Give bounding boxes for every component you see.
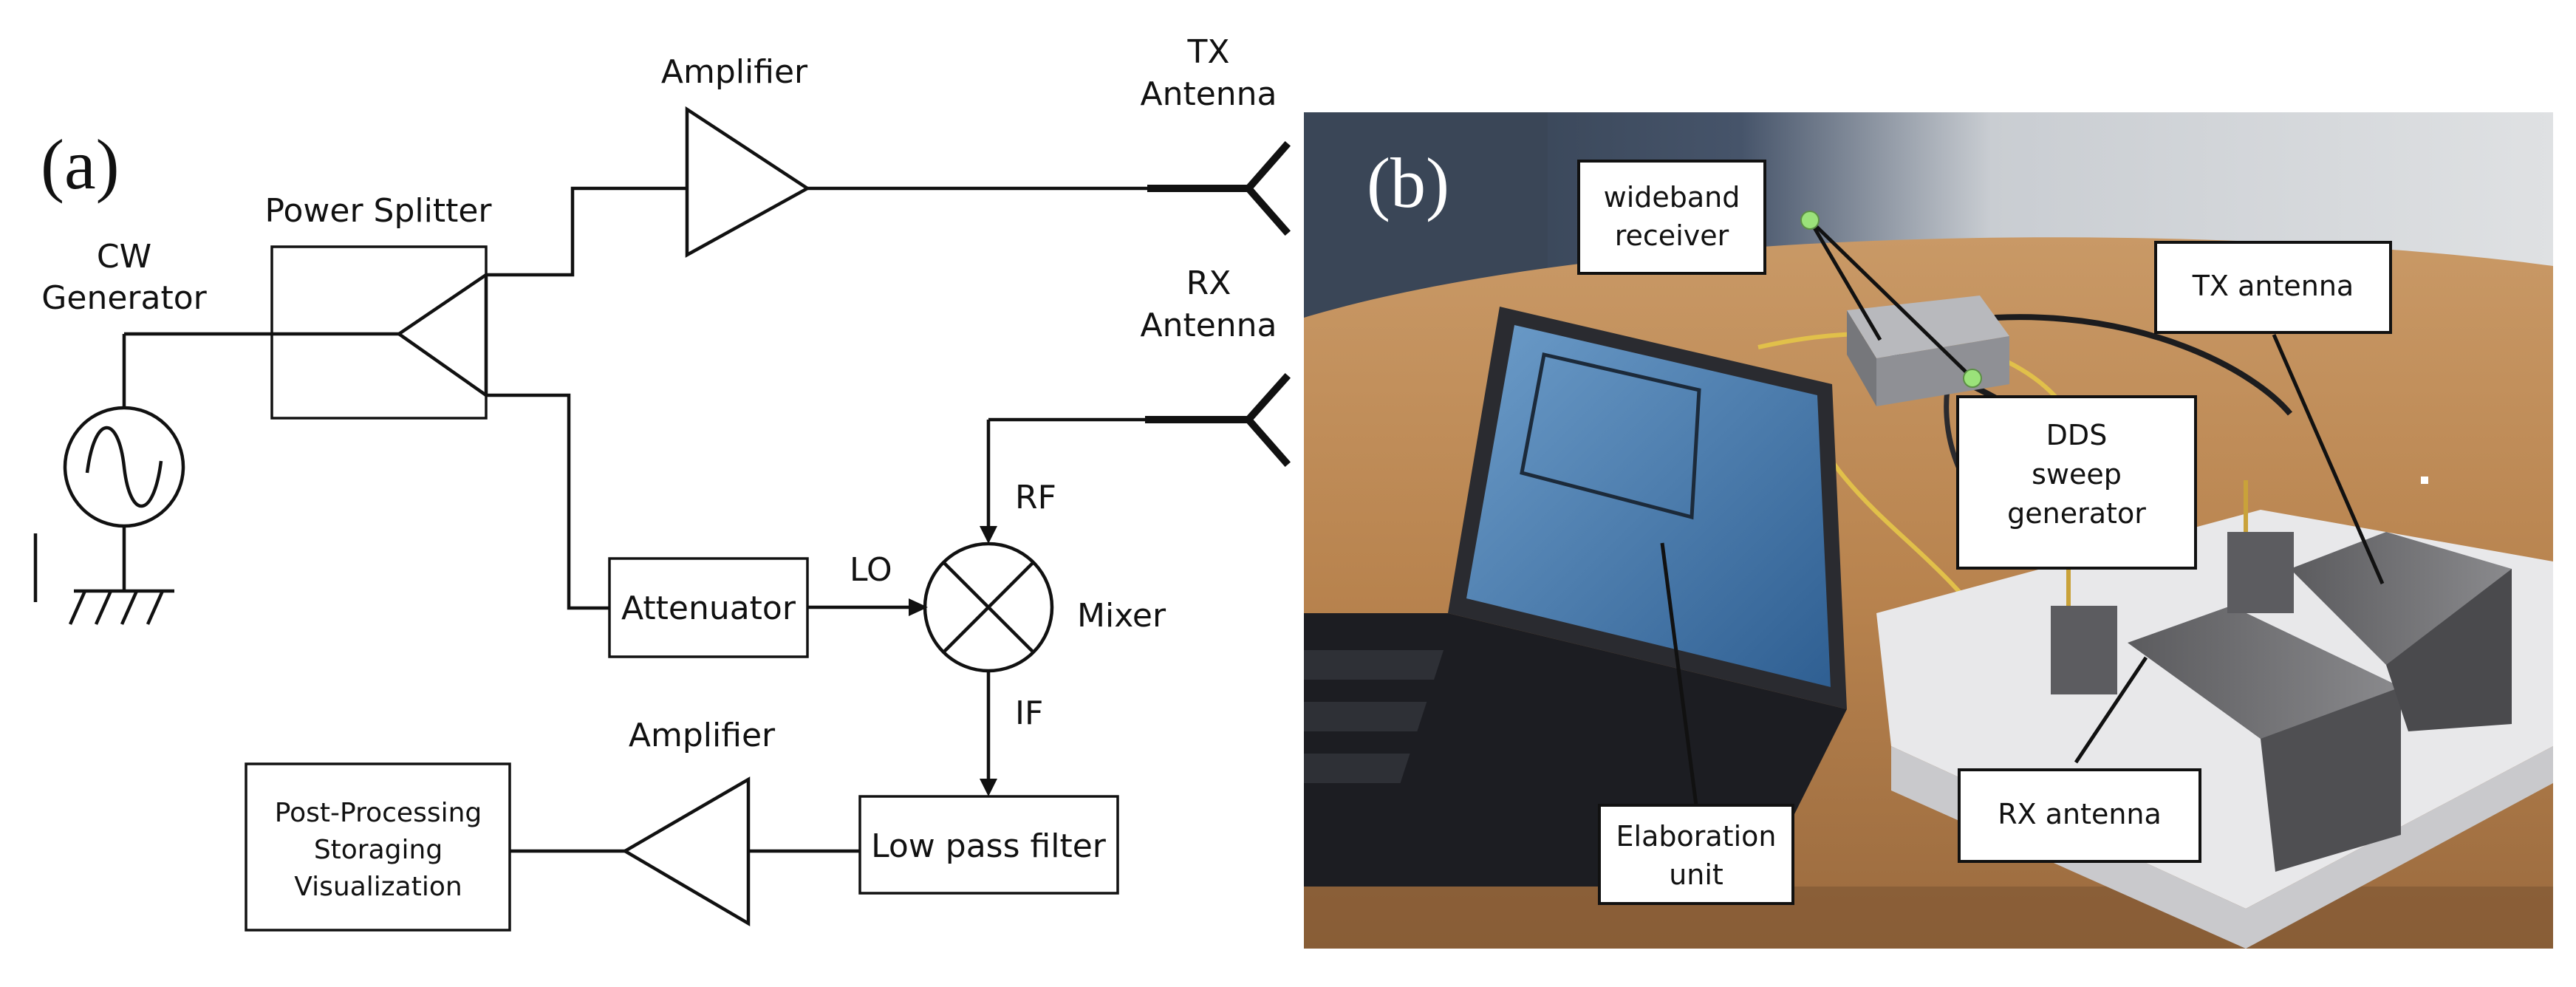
post-processing-label-line3: Visualization <box>294 872 462 902</box>
panel-a-diagram: (a) CW Generator Power Splitter <box>33 33 1291 932</box>
dds-marker-dot <box>1963 369 1982 388</box>
callout-tx-antenna-text: TX antenna <box>2192 270 2354 302</box>
callout-wideband-receiver-line1: wideband <box>1604 181 1740 214</box>
cw-generator-label-line1: CW <box>97 238 151 276</box>
receiver-marker-dot <box>1800 211 1820 230</box>
lo-port-label: LO <box>850 551 892 589</box>
photo-table-edge <box>1304 887 2553 949</box>
tx-antenna-label-line1: TX <box>1186 33 1229 71</box>
amplifier-bottom-label: Amplifier <box>629 717 776 754</box>
callout-tx-antenna: TX antenna <box>2154 241 2392 334</box>
rx-antenna-label-line1: RX <box>1186 264 1231 302</box>
tx-antenna-label-line2: Antenna <box>1140 75 1277 113</box>
mixer-symbol <box>923 542 1054 673</box>
callout-elaboration-unit: Elaboration unit <box>1598 804 1794 905</box>
photo-tx-horn-antenna <box>2227 480 2512 731</box>
if-port-label: IF <box>1015 694 1043 732</box>
post-processing-block: Post-Processing Storaging Visualization <box>245 762 511 932</box>
cw-generator-label-line2: Generator <box>41 279 207 317</box>
callout-rx-antenna-text: RX antenna <box>1998 798 2162 830</box>
post-processing-label-line1: Post-Processing <box>275 798 482 828</box>
photo-rx-horn-antenna <box>2051 561 2401 872</box>
tx-antenna-symbol <box>1147 140 1291 236</box>
photo-callout-leaders <box>1660 219 2385 806</box>
callout-dds-line2: sweep <box>2032 458 2122 491</box>
callout-wideband-receiver-line2: receiver <box>1615 219 1729 252</box>
panel-a-letter: (a) <box>41 125 120 204</box>
photo-wideband-receiver-device <box>1847 296 2009 406</box>
amplifier-top-label: Amplifier <box>661 53 808 91</box>
cw-generator-symbol <box>33 332 272 625</box>
post-processing-label-line2: Storaging <box>314 835 443 865</box>
amplifier-top-symbol <box>685 106 811 258</box>
attenuator-label: Attenuator <box>621 590 796 627</box>
panel-b-letter: (b) <box>1367 143 1449 222</box>
amplifier-bottom-symbol <box>621 776 751 926</box>
rx-antenna-symbol <box>1145 372 1291 468</box>
power-splitter-block <box>270 245 488 420</box>
callout-dds-line1: DDS <box>2046 419 2108 451</box>
callout-dds-line3: generator <box>2007 497 2146 530</box>
callout-elaboration-line2: unit <box>1669 858 1723 891</box>
mixer-label: Mixer <box>1077 597 1166 635</box>
power-splitter-label: Power Splitter <box>265 192 493 230</box>
low-pass-filter-block: Low pass filter <box>858 795 1119 895</box>
attenuator-block: Attenuator <box>608 557 809 658</box>
low-pass-filter-label: Low pass filter <box>871 827 1107 865</box>
callout-dds-sweep-generator: DDS sweep generator <box>1956 395 2197 570</box>
callout-elaboration-line1: Elaboration <box>1616 820 1777 853</box>
rx-antenna-label-line2: Antenna <box>1140 307 1277 344</box>
callout-rx-antenna: RX antenna <box>1958 768 2201 863</box>
panel-b-photo: (b) wideband receiver TX antenna <box>1304 112 2553 949</box>
rf-port-label: RF <box>1015 479 1056 516</box>
photo-speck <box>2421 477 2428 484</box>
callout-wideband-receiver: wideband receiver <box>1577 160 1766 275</box>
